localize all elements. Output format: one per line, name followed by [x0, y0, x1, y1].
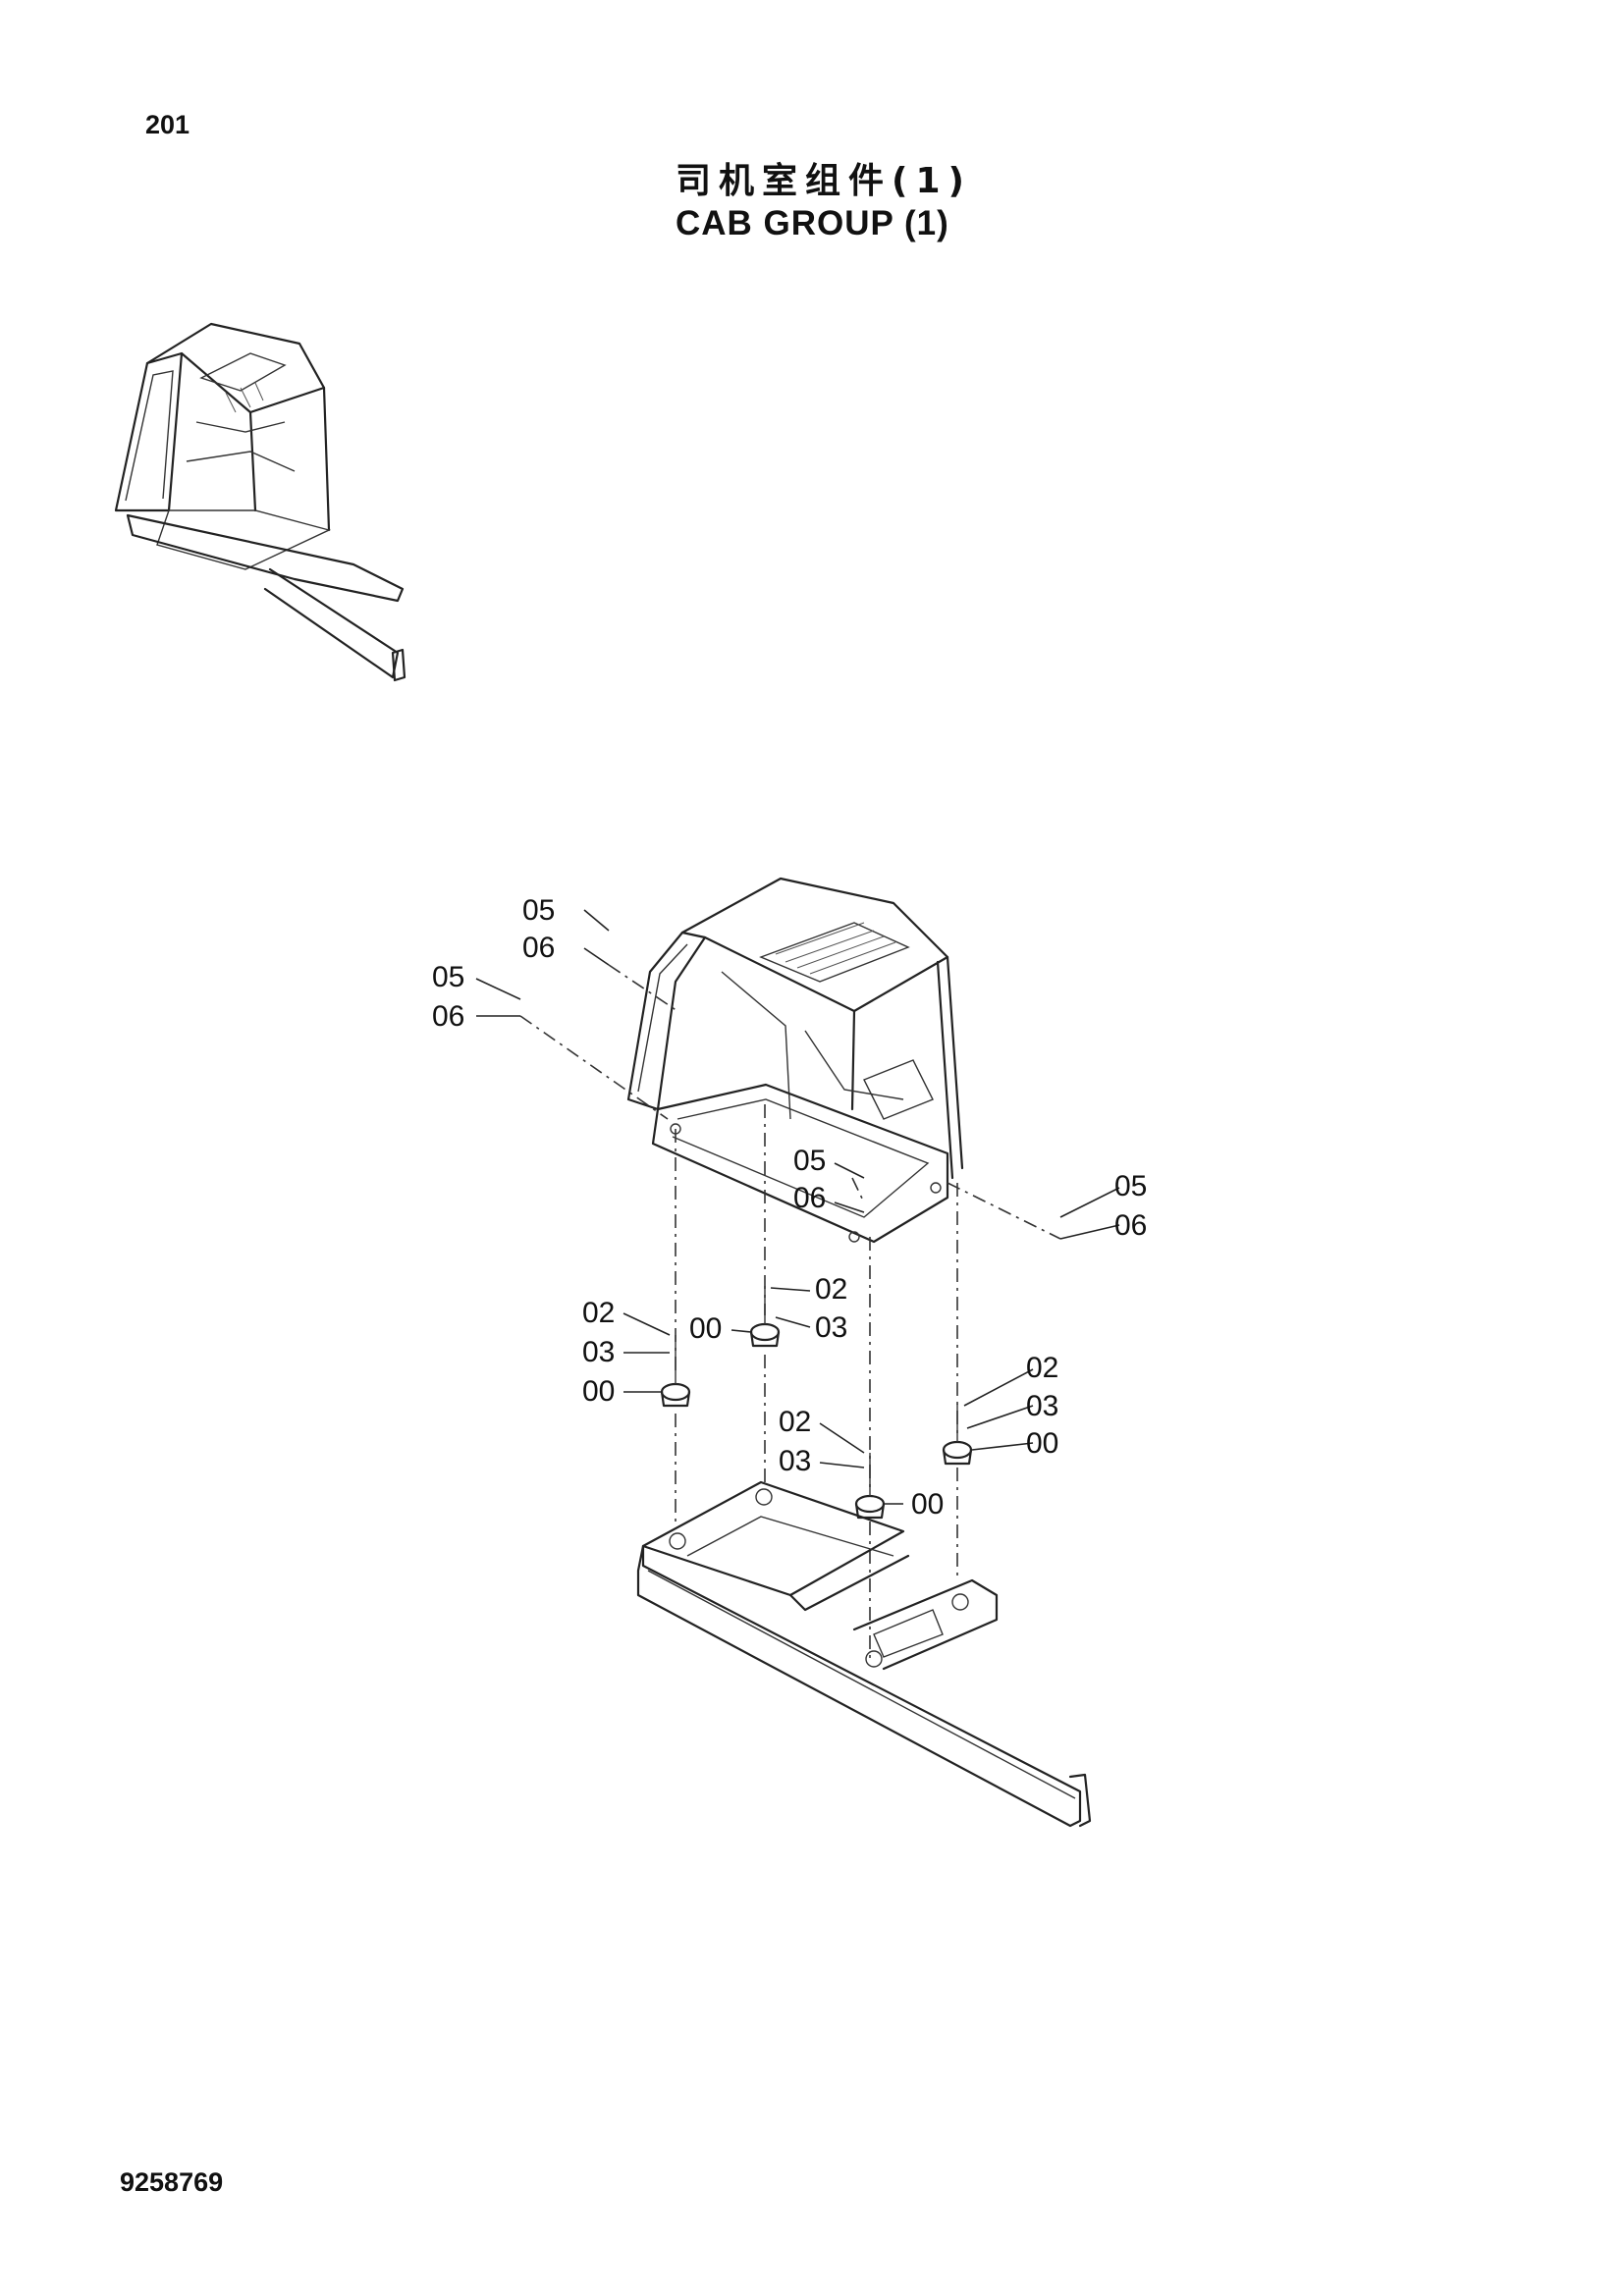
callout-05: 05: [522, 894, 555, 927]
title-english: CAB GROUP (1): [676, 204, 949, 242]
cab-overview-thumbnail: [114, 322, 406, 682]
callout-labels: 05 06 05 06 05 06 05 06 02 03 00 02 00 0…: [432, 894, 1147, 1521]
callout-00: 00: [1026, 1427, 1058, 1460]
cab-mounts: [660, 1286, 973, 1520]
callout-00: 00: [582, 1375, 615, 1408]
leader-lines: [475, 909, 1120, 1505]
callout-02: 02: [582, 1297, 615, 1329]
callout-03: 03: [582, 1336, 615, 1368]
callout-06: 06: [432, 1000, 464, 1033]
alignment-lines: [519, 964, 1061, 1659]
mount-left: [660, 1335, 691, 1408]
base-frame: [636, 1480, 1092, 1828]
callout-06: 06: [522, 932, 555, 964]
cab-frame: [626, 877, 964, 1244]
callout-02: 02: [815, 1273, 847, 1306]
mount-center-lower: [854, 1453, 886, 1520]
callout-02: 02: [779, 1406, 811, 1438]
callout-00: 00: [689, 1312, 722, 1345]
callout-03: 03: [779, 1445, 811, 1477]
callout-05: 05: [1114, 1170, 1147, 1202]
callout-03: 03: [815, 1311, 847, 1344]
callout-06: 06: [1114, 1209, 1147, 1242]
mount-right: [942, 1404, 973, 1466]
mount-center-upper: [749, 1286, 781, 1348]
callout-05: 05: [432, 961, 464, 993]
title-chinese: 司机室组件(1): [676, 161, 972, 201]
page-number: 201: [145, 110, 190, 139]
drawing-number: 9258769: [120, 2167, 224, 2197]
callout-03: 03: [1026, 1390, 1058, 1422]
callout-06: 06: [793, 1182, 826, 1214]
callout-05: 05: [793, 1145, 826, 1177]
callout-02: 02: [1026, 1352, 1058, 1384]
callout-00: 00: [911, 1488, 944, 1521]
